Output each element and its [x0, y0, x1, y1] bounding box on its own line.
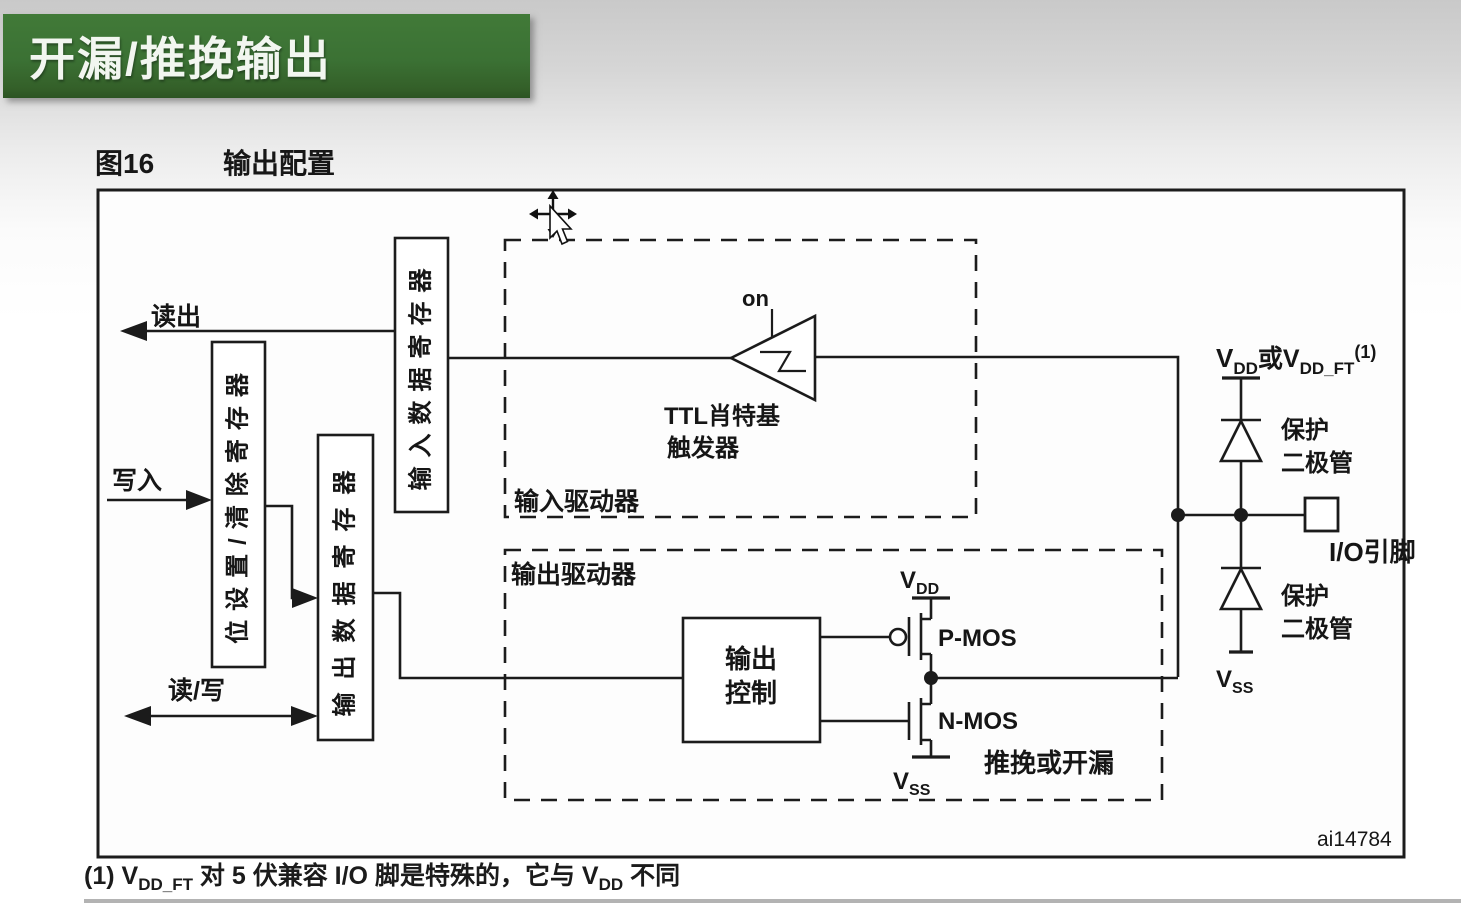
input-driver-dashed-box: [503, 238, 978, 519]
schmitt-on-label: on: [742, 286, 769, 311]
vdd-or-vddft-label: VDD或VDD_FT(1): [1216, 342, 1376, 378]
schmitt-label-line1: TTL肖特基: [664, 403, 781, 430]
output-driver-label: 输出驱动器: [511, 560, 637, 589]
slide-title-banner: 开漏/推挽输出: [3, 14, 530, 98]
figure-number: 图16: [95, 148, 155, 179]
footnote-sub-vddft: DD_FT: [138, 875, 193, 894]
io-pin-pad: [1303, 496, 1340, 533]
nmos-label: N-MOS: [938, 708, 1018, 735]
vdd-pmos-label: VDD: [900, 567, 939, 598]
bottom-crop-line: [84, 899, 1461, 903]
write-in-label: 写入: [112, 467, 162, 495]
lower-diode-label-line1: 保护: [1280, 583, 1329, 610]
footnote: (1) VDD_FT 对 5 伏兼容 I/O 脚是特殊的，它与 VDD 不同: [84, 856, 681, 894]
footnote-sub-vdd: DD: [598, 875, 624, 894]
move-cursor-icon: [529, 190, 577, 246]
lower-protection-diode: [1218, 515, 1264, 654]
schmitt-input-wire: [815, 355, 1180, 677]
figure-caption: 输出配置: [223, 148, 336, 179]
bit-set-clear-register-label: 位设置/清除寄存器: [224, 364, 252, 644]
figure-heading: 图16 输出配置: [95, 142, 335, 182]
odr-to-output-control-connector: [373, 591, 683, 680]
footnote-part1: (1) V: [84, 862, 139, 890]
net-junction-dot: [1171, 508, 1185, 522]
upper-diode-label-line1: 保护: [1280, 417, 1329, 444]
output-data-register: 输出数据寄存器: [316, 433, 375, 742]
input-driver-label: 输入驱动器: [514, 487, 640, 516]
input-data-register-label: 输入数据寄存器: [407, 260, 435, 491]
pmos-label: P-MOS: [938, 625, 1017, 652]
nmos-transistor: [820, 678, 950, 759]
hysteresis-icon: [760, 350, 806, 373]
upper-diode-label-line2: 二极管: [1281, 449, 1353, 477]
output-driver-dashed-box: [503, 548, 1164, 802]
write-in-arrow: [107, 490, 212, 510]
read-write-arrow: [124, 706, 318, 726]
vss-diode-label: VSS: [1216, 666, 1254, 697]
output-control-line2: 控制: [725, 678, 777, 708]
read-out-arrow: [120, 321, 395, 341]
read-write-label: 读/写: [168, 677, 225, 705]
vss-nmos-label: VSS: [893, 768, 931, 799]
lower-diode-label-line2: 二极管: [1281, 615, 1353, 643]
output-control-box: 输出 控制: [681, 616, 822, 744]
io-pin-label: I/O引脚: [1329, 537, 1416, 567]
schmitt-label-line2: 触发器: [667, 434, 740, 462]
footnote-part3: 不同: [623, 862, 681, 890]
figure-code: ai14784: [1317, 828, 1392, 851]
read-out-label: 读出: [151, 303, 201, 331]
push-pull-open-drain-label: 推挽或开漏: [984, 748, 1114, 778]
mos-junction-dot: [924, 671, 938, 685]
bit-set-clear-register: 位设置/清除寄存器: [210, 340, 267, 669]
output-control-line1: 输出: [725, 644, 777, 674]
footnote-part2: 对 5 伏兼容 I/O 脚是特殊的，它与 V: [192, 862, 599, 890]
figure-frame: [96, 188, 1406, 859]
output-data-register-label: 输出数据寄存器: [331, 458, 359, 717]
slide-title: 开漏/推挽输出: [29, 33, 332, 85]
input-data-register: 输入数据寄存器: [393, 236, 450, 514]
schmitt-trigger: [728, 309, 817, 403]
bsc-to-odr-connector: [265, 504, 318, 608]
upper-protection-diode: [1218, 376, 1264, 515]
